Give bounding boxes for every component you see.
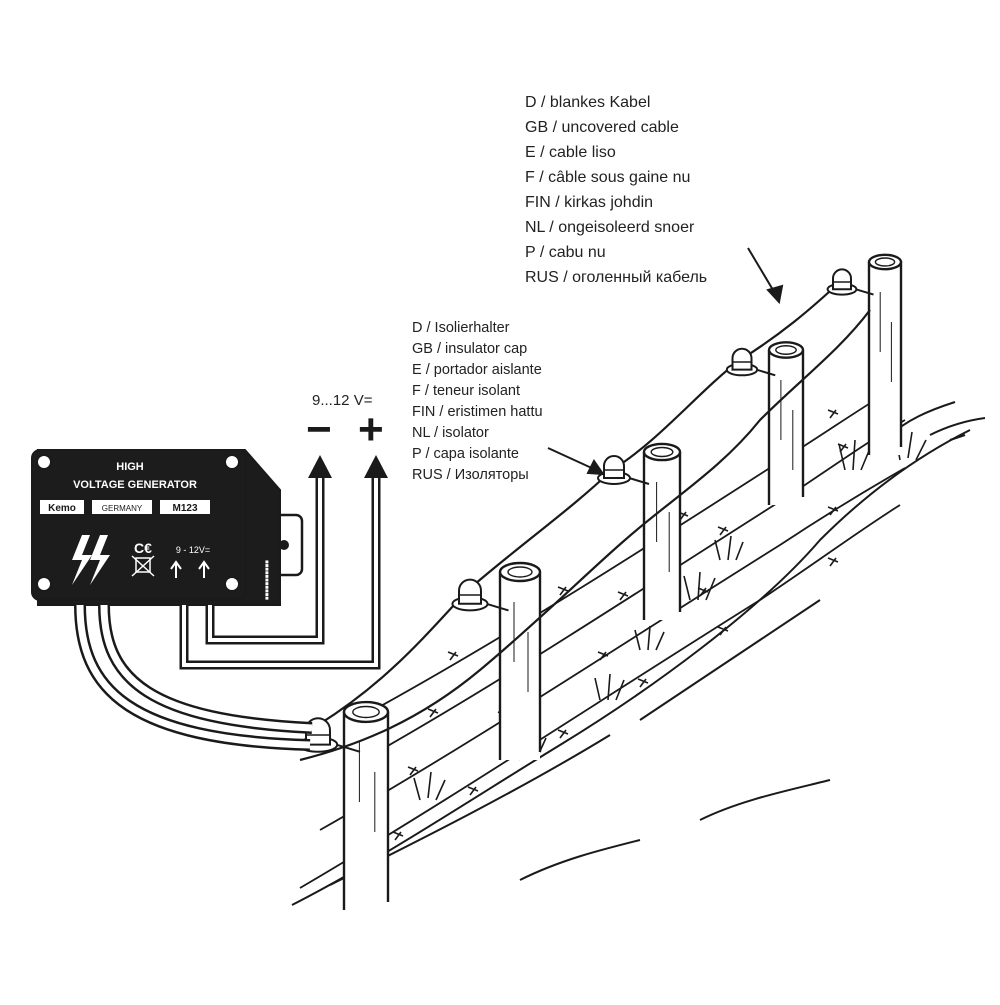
insulator-cap-icon (451, 578, 509, 612)
fence-post (767, 341, 805, 505)
fence-post (642, 442, 682, 620)
barbed-wires (299, 384, 906, 889)
device-title-line2: VOLTAGE GENERATOR (73, 479, 197, 491)
fence-post (867, 253, 903, 455)
cable-label: NL / ongeisoleerd snoer (525, 219, 695, 236)
cable-label: E / cable liso (525, 144, 616, 161)
svg-text:■■■■■■■■■■■: ■■■■■■■■■■■ (263, 560, 269, 600)
output-cable (74, 604, 313, 751)
insulator-cap-icon (826, 268, 874, 296)
barbs (392, 409, 849, 841)
cap-label: F / teneur isolant (412, 383, 520, 399)
cable-label: P / cabu nu (525, 244, 606, 261)
cap-label: D / Isolierhalter (412, 320, 510, 336)
screw-icon (224, 454, 240, 470)
cable-label: FIN / kirkas johdin (525, 194, 654, 211)
fence-posts (342, 253, 903, 910)
high-voltage-generator: HIGH VOLTAGE GENERATOR Kemo GERMANY M123… (31, 449, 304, 606)
screw-icon (224, 576, 240, 592)
arrow-up-icon (198, 560, 210, 578)
weee-bin-icon (131, 555, 155, 577)
cable-label: GB / uncovered cable (525, 119, 679, 136)
cap-label: P / capa isolante (412, 446, 519, 462)
screw-icon (36, 576, 52, 592)
device-country: GERMANY (102, 504, 143, 513)
cap-label: FIN / eristimen hattu (412, 404, 543, 420)
insulator-cap-labels: D / Isolierhalter GB / insulator cap E /… (412, 318, 543, 486)
insulator-cap-icon (597, 455, 650, 485)
device-brand: Kemo (48, 503, 76, 514)
cap-label: GB / insulator cap (412, 341, 528, 357)
arrow-up-icon (364, 455, 388, 478)
device-title-line1: HIGH (116, 461, 144, 473)
arrow-up-icon (170, 560, 182, 578)
cap-label: E / portador aislante (412, 362, 542, 378)
insulator-cap-icon (725, 347, 776, 377)
uncovered-cable (317, 279, 843, 726)
cable-label: F / câble sous gaine nu (525, 169, 691, 186)
cap-label: RUS / Изоляторы (412, 467, 529, 483)
plus-terminal-icon: + (358, 405, 384, 454)
device-voltage: 9 - 12V= (176, 545, 210, 555)
supply-voltage-label: 9...12 V= (312, 392, 373, 409)
uncovered-cable-labels: D / blankes Kabel GB / uncovered cable E… (525, 90, 707, 290)
lightning-icon (90, 535, 110, 585)
cable-label: D / blankes Kabel (525, 94, 651, 111)
pointer-arrows (547, 247, 784, 476)
device-model: M123 (172, 503, 197, 514)
cable-label: RUS / оголенный кабель (525, 269, 708, 286)
fence-post (498, 561, 542, 760)
insulator-caps (297, 268, 874, 753)
minus-terminal-icon: − (306, 405, 332, 454)
cap-label: NL / isolator (412, 425, 489, 441)
lightning-icon (72, 535, 92, 585)
ce-mark-icon: C€ (134, 540, 152, 556)
arrow-up-icon (308, 455, 332, 478)
screw-icon (36, 454, 52, 470)
